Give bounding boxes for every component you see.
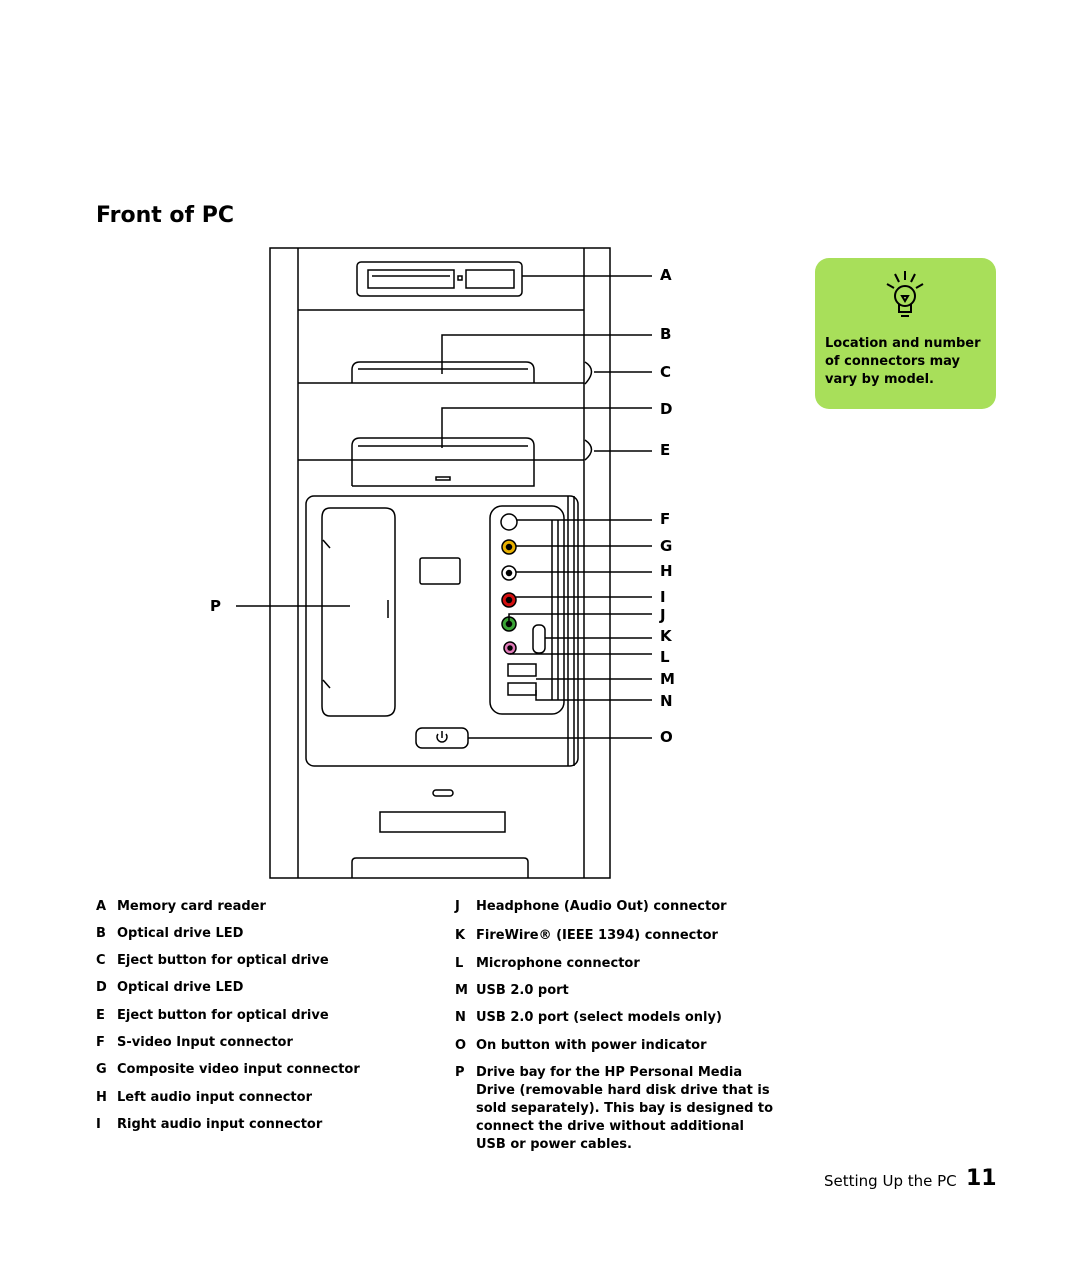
legend-key: G	[96, 1062, 107, 1077]
legend-item: H Left audio input connector	[96, 1089, 417, 1107]
callout-label-o: O	[660, 728, 673, 746]
legend-key: A	[96, 899, 107, 914]
legend-text: Left audio input connector	[117, 1090, 312, 1105]
legend-text: Eject button for optical drive	[117, 1008, 329, 1023]
legend-key: O	[455, 1038, 467, 1053]
legend-text: USB 2.0 port	[476, 983, 569, 998]
legend-text: FireWire® (IEEE 1394) connector	[476, 928, 718, 943]
legend-key: E	[96, 1008, 105, 1023]
legend-item: C Eject button for optical drive	[96, 952, 417, 970]
callout-label-g: G	[660, 537, 673, 555]
legend-item: L Microphone connector	[455, 955, 776, 973]
legend-key: B	[96, 926, 106, 941]
legend-item: P Drive bay for the HP Personal Media Dri…	[455, 1064, 776, 1154]
legend-item: O On button with power indicator	[455, 1037, 776, 1055]
legend-item: K FireWire® (IEEE 1394) connector	[455, 927, 776, 945]
legend-item: B Optical drive LED	[96, 925, 417, 943]
tip-text: Location and number of connectors may va…	[825, 336, 981, 387]
legend-item: M USB 2.0 port	[455, 982, 776, 1000]
legend-key: C	[96, 953, 106, 968]
page-number: 11	[966, 1166, 997, 1191]
legend-key: P	[455, 1065, 465, 1080]
legend-text: On button with power indicator	[476, 1038, 707, 1053]
legend-text: Composite video input connector	[117, 1062, 360, 1077]
legend-item: A Memory card reader	[96, 898, 417, 916]
legend-text: Right audio input connector	[117, 1117, 323, 1132]
legend-key: H	[96, 1090, 107, 1105]
legend-item: N USB 2.0 port (select models only)	[455, 1009, 776, 1027]
legend-key: I	[96, 1117, 101, 1132]
legend-item: J Headphone (Audio Out) connector	[455, 898, 776, 916]
legend-text: Headphone (Audio Out) connector	[476, 899, 727, 914]
callout-label-f: F	[660, 510, 671, 528]
legend-key: M	[455, 983, 468, 998]
legend-item: G Composite video input connector	[96, 1061, 417, 1079]
callout-label-p: P	[210, 597, 221, 615]
legend-text: S-video Input connector	[117, 1035, 293, 1050]
legend-key: D	[96, 980, 107, 995]
callout-label-b: B	[660, 325, 672, 343]
legend-key: J	[455, 899, 460, 914]
legend-text: USB 2.0 port (select models only)	[476, 1010, 722, 1025]
callout-label-h: H	[660, 562, 673, 580]
callout-label-i: I	[660, 588, 666, 606]
callout-label-l: L	[660, 648, 670, 666]
legend-text: Memory card reader	[117, 899, 266, 914]
page-title: Front of PC	[96, 203, 235, 228]
callout-label-e: E	[660, 441, 671, 459]
legend-text: Drive bay for the HP Personal Media Driv…	[476, 1065, 774, 1152]
callout-label-m: M	[660, 670, 675, 688]
legend-text: Eject button for optical drive	[117, 953, 329, 968]
legend-text: Optical drive LED	[117, 926, 244, 941]
callout-label-a: A	[660, 266, 672, 284]
legend-key: F	[96, 1035, 105, 1050]
callout-label-d: D	[660, 400, 673, 418]
legend-text: Optical drive LED	[117, 980, 244, 995]
footer-section-title: Setting Up the PC	[824, 1172, 957, 1190]
callout-label-n: N	[660, 692, 673, 710]
legend-item: F S-video Input connector	[96, 1034, 417, 1052]
callout-label-k: K	[660, 627, 672, 645]
legend-key: N	[455, 1010, 466, 1025]
callout-label-j: J	[660, 606, 666, 624]
legend-key: K	[455, 928, 466, 943]
legend-key: L	[455, 956, 464, 971]
tip-box: Location and number of connectors may va…	[815, 258, 996, 409]
legend-item: I Right audio input connector	[96, 1116, 417, 1134]
legend-text: Microphone connector	[476, 956, 640, 971]
legend-item: E Eject button for optical drive	[96, 1007, 417, 1025]
callout-label-c: C	[660, 363, 672, 381]
lightbulb-icon	[886, 271, 924, 317]
legend-item: D Optical drive LED	[96, 979, 417, 997]
